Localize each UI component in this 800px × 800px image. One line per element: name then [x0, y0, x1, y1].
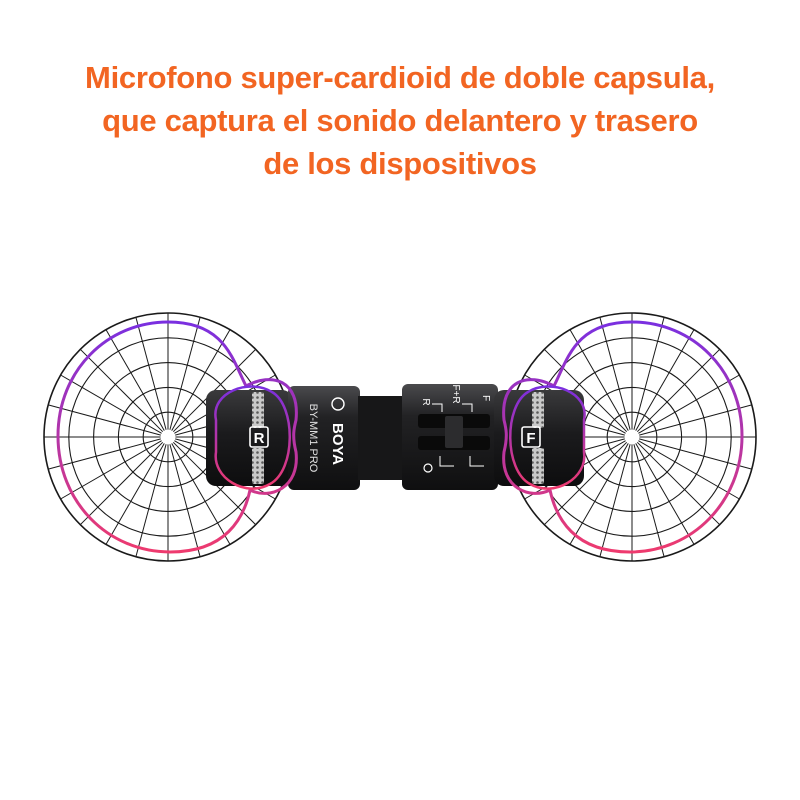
left-capsule-mesh-bottom: [252, 448, 264, 484]
polar-spoke: [569, 329, 629, 431]
switch-label-both: F+R: [450, 384, 461, 403]
headline-line-3: de los dispositivos: [263, 146, 537, 181]
polar-spoke: [169, 317, 201, 430]
rear-capsule-badge: [249, 426, 269, 448]
front-capsule-badge: [521, 426, 541, 448]
pickup-pattern-right: [502, 320, 744, 554]
polar-spoke: [169, 444, 201, 557]
switch-label-rear: R: [420, 398, 431, 405]
headline: Microfono super-cardioid de doble capsul…: [0, 56, 800, 185]
pickup-inner-lobe-left: [214, 385, 291, 490]
headline-line-1: Microfono super-cardioid de doble capsul…: [85, 60, 715, 95]
right-capsule: [494, 390, 584, 486]
model-name: BY-MM1 PRO: [307, 404, 319, 473]
switch-label-front: F: [480, 395, 491, 401]
headline-line-2: que captura el sonido delantero y traser…: [102, 103, 698, 138]
polar-spoke: [635, 329, 695, 431]
polar-spoke: [171, 443, 231, 545]
switch-knob: [445, 416, 463, 448]
polar-spoke: [48, 404, 161, 436]
polar-spoke: [48, 438, 161, 470]
polar-spoke: [60, 374, 162, 434]
polar-spoke: [633, 444, 665, 557]
microphone-body: [206, 384, 584, 490]
polar-spoke: [569, 443, 629, 545]
polar-spoke: [135, 444, 167, 557]
polar-spoke: [636, 441, 721, 526]
front-capsule-label: F: [526, 430, 535, 447]
pickup-inner-lobe-right: [509, 385, 586, 490]
right-capsule-mesh-bottom: [532, 448, 544, 484]
brand-name: BOYA: [329, 423, 346, 465]
rear-capsule-label: R: [254, 430, 265, 447]
brand-logo-icon: [331, 397, 345, 411]
polar-spoke: [79, 441, 164, 526]
left-capsule: [206, 390, 292, 486]
main-body: [288, 386, 360, 490]
switch-tick-marks: [432, 403, 484, 467]
polar-spoke: [638, 440, 740, 500]
polar-spoke: [636, 348, 721, 433]
polar-spoke: [171, 329, 231, 431]
polar-spoke: [135, 317, 167, 430]
polar-spoke: [639, 438, 752, 470]
polar-spoke: [639, 404, 752, 436]
polar-spoke: [599, 317, 631, 430]
polar-spoke: [599, 444, 631, 557]
power-icon: [423, 463, 433, 473]
body-neck: [358, 396, 404, 480]
polar-spoke: [105, 329, 165, 431]
polar-spoke: [633, 317, 665, 430]
polar-spoke: [105, 443, 165, 545]
polar-spoke: [638, 374, 740, 434]
polar-spoke: [60, 440, 162, 500]
polar-spoke: [635, 443, 695, 545]
polar-spoke: [543, 348, 628, 433]
pickup-pattern-left: [56, 320, 298, 554]
right-capsule-mesh-top: [532, 392, 544, 428]
left-capsule-mesh-top: [252, 392, 264, 428]
polar-spoke: [79, 348, 164, 433]
